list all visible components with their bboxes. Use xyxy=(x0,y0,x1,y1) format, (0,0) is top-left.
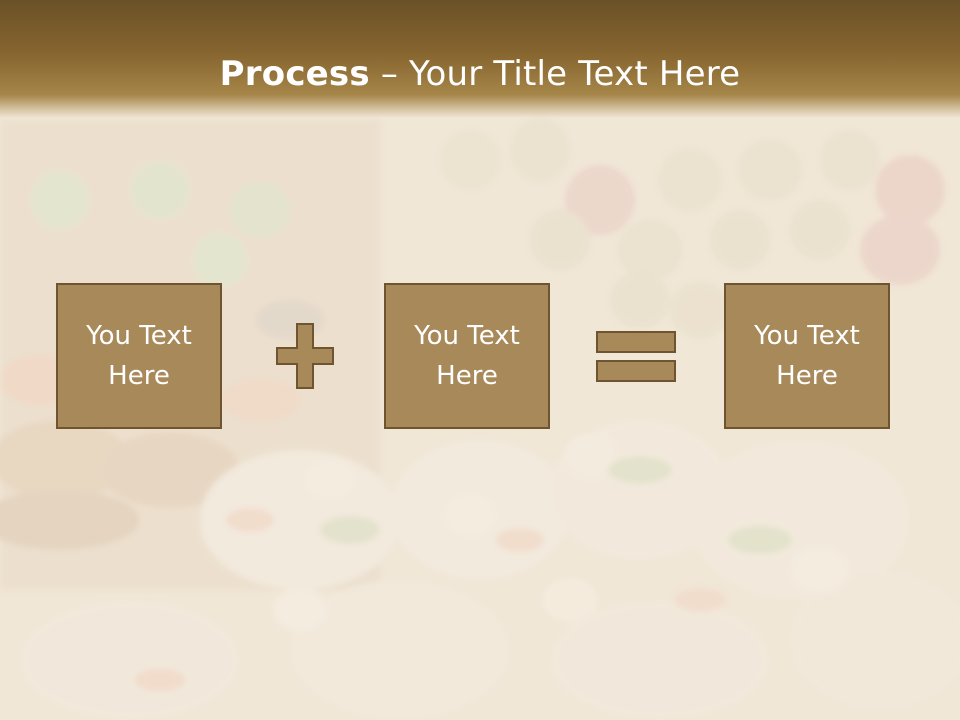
process-box-2-label: You Text Here xyxy=(414,321,520,391)
process-box-3-label: You Text Here xyxy=(754,321,860,391)
process-box-1: You Text Here xyxy=(56,283,222,429)
process-box-3: You Text Here xyxy=(724,283,890,429)
title-separator: – xyxy=(369,54,410,94)
process-box-2: You Text Here xyxy=(384,283,550,429)
process-box-1-label: You Text Here xyxy=(86,321,192,391)
plus-icon xyxy=(276,323,334,389)
title-bar xyxy=(0,0,960,118)
slide-title: Process – Your Title Text Here xyxy=(0,52,960,96)
title-rest: Your Title Text Here xyxy=(409,54,741,94)
equals-icon xyxy=(596,331,676,382)
title-bold-part: Process xyxy=(219,54,370,94)
